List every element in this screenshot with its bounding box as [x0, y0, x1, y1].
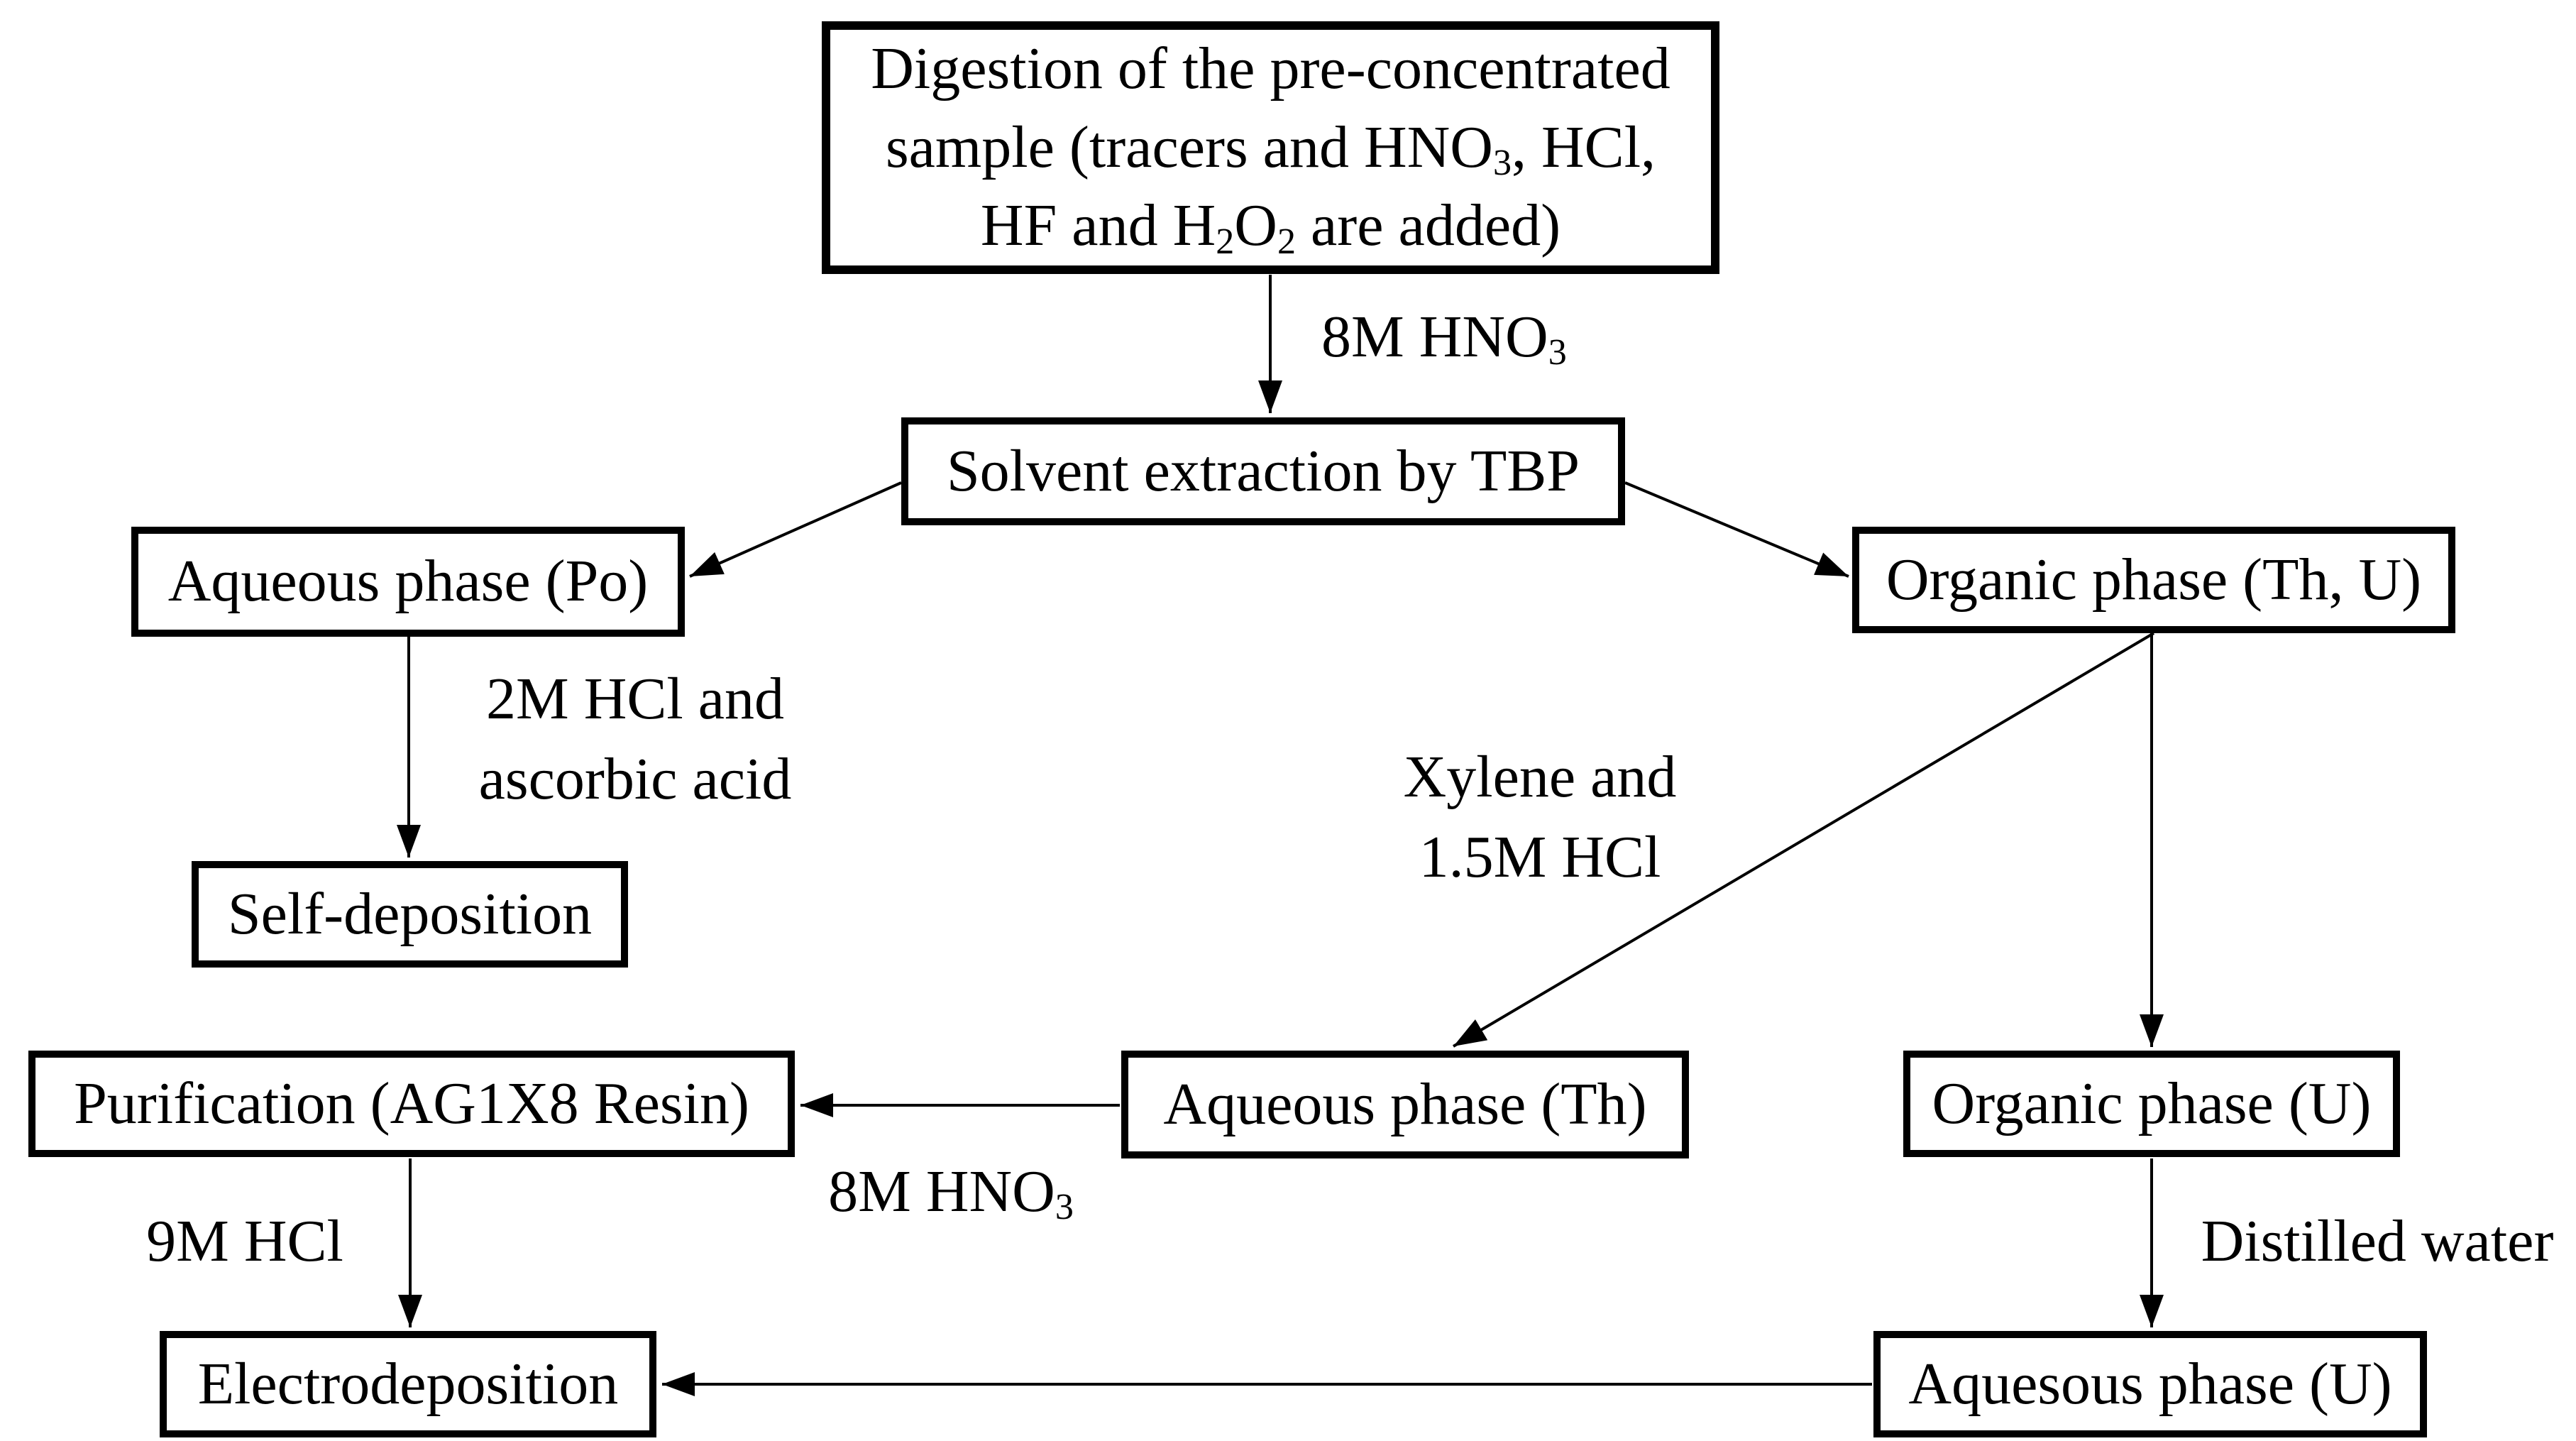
- node-organic-phase-th-u: Organic phase (Th, U): [1852, 527, 2455, 633]
- arrow-solvent-to-aqueous-po: [689, 481, 902, 578]
- node-self-deposition: Self-deposition: [192, 861, 628, 968]
- arrow-solvent-to-organic-thu: [1624, 481, 1849, 578]
- edge-label-distilled-water: Distilled water: [2201, 1208, 2554, 1274]
- node-solvent-extraction: Solvent extraction by TBP: [901, 417, 1625, 525]
- edge-label-9m-hcl: 9M HCl: [146, 1208, 343, 1274]
- node-electrodeposition: Electrodeposition: [160, 1331, 656, 1437]
- node-purification: Purification (AG1X8 Resin): [28, 1051, 795, 1157]
- edge-label-8m-hno3-top: 8M HNO3: [1321, 304, 1567, 373]
- arrow-organic-thu-to-aqueous-th: [1452, 632, 2155, 1048]
- node-aquesous-phase-u: Aquesous phase (U): [1873, 1331, 2427, 1437]
- node-aqueous-phase-th: Aqueous phase (Th): [1121, 1051, 1689, 1158]
- edge-label-8m-hno3-mid: 8M HNO3: [828, 1158, 1074, 1228]
- node-organic-phase-u: Organic phase (U): [1903, 1051, 2400, 1157]
- node-aqueous-phase-po: Aqueous phase (Po): [131, 527, 685, 637]
